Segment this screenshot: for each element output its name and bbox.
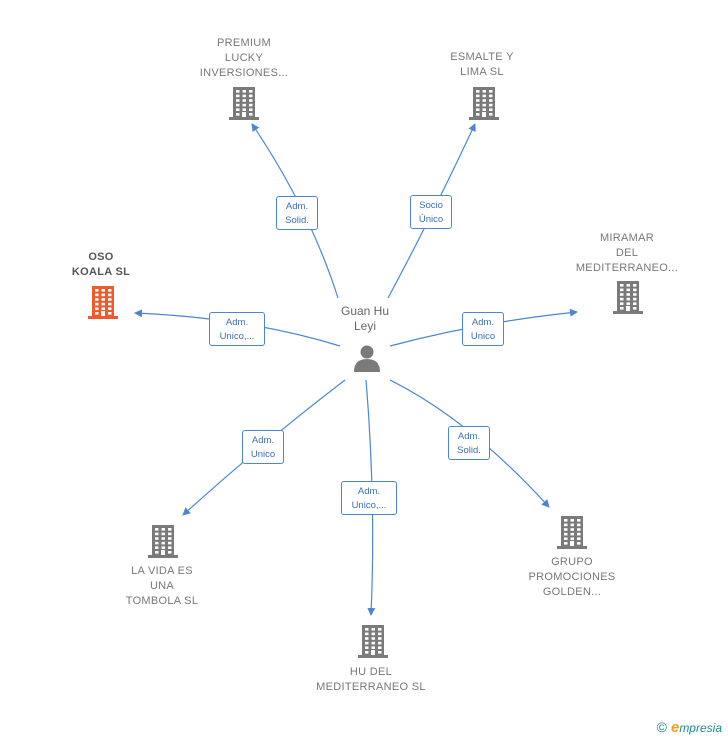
edge-label-premium[interactable]: Adm. Solid. (276, 196, 318, 230)
company-label-grupo[interactable]: GRUPO PROMOCIONES GOLDEN... (502, 555, 642, 600)
edge-label-grupo[interactable]: Adm. Solid. (448, 426, 490, 460)
company-label-line: MEDITERRANEO... (575, 262, 679, 274)
person-icon[interactable] (354, 345, 380, 373)
company-label-line: PREMIUM (216, 37, 272, 49)
edge-label-line: Adm. (251, 435, 275, 446)
company-label-line: KOALA SL (71, 266, 131, 278)
company-label-line: GRUPO (551, 556, 593, 568)
company-label-premium[interactable]: PREMIUM LUCKY INVERSIONES... (174, 36, 314, 81)
company-label-line: LUCKY (224, 52, 264, 64)
building-icon[interactable] (148, 525, 178, 558)
edge-label-line: Adm. (225, 317, 249, 328)
company-label-line: HU DEL (349, 666, 393, 678)
brand-footer[interactable]: ©empresia (657, 719, 722, 736)
company-label-line: OSO (88, 251, 114, 263)
building-icon[interactable] (358, 625, 388, 658)
edge-label-line: Adm. (285, 201, 309, 212)
edge-label-line: Único (418, 214, 444, 225)
building-icon[interactable] (229, 87, 259, 120)
company-label-oso[interactable]: OSO KOALA SL (31, 250, 171, 280)
edge-label-hudel[interactable]: Adm. Unico,... (341, 481, 397, 515)
edge-label-line: Adm. (457, 431, 481, 442)
company-label-line: UNA (149, 580, 175, 592)
building-icon[interactable] (557, 516, 587, 549)
company-label-line: TOMBOLA SL (125, 595, 199, 607)
edge-label-line: Adm. (471, 317, 495, 328)
company-label-line: INVERSIONES... (199, 67, 289, 79)
company-label-lavida[interactable]: LA VIDA ES UNA TOMBOLA SL (92, 564, 232, 609)
company-label-line: LIMA SL (460, 66, 504, 78)
company-label-line: LA VIDA ES (131, 565, 193, 577)
edge-label-line: Socio (419, 200, 443, 211)
company-label-line: MIRAMAR (599, 232, 655, 244)
edge-label-line: Solid. (285, 215, 309, 226)
company-label-line: ESMALTE Y (450, 51, 514, 63)
edge-label-line: Unico (250, 449, 276, 460)
edge-label-lavida[interactable]: Adm. Unico (242, 430, 284, 464)
company-label-line: MEDITERRANEO SL (316, 681, 426, 693)
edge-label-line: Adm. (357, 486, 381, 497)
edge-label-line: Unico (470, 331, 496, 342)
edge-label-line: Unico,... (351, 500, 387, 511)
building-icon[interactable] (469, 87, 499, 120)
copyright-symbol: © (656, 719, 667, 735)
brand-logo-letter: e (670, 719, 680, 736)
company-label-hudel[interactable]: HU DEL MEDITERRANEO SL (301, 665, 441, 695)
edge-label-oso[interactable]: Adm. Unico,... (209, 312, 265, 346)
center-person-label[interactable]: Guan Hu Leyi (340, 304, 390, 333)
company-label-line: DEL (615, 247, 639, 259)
company-label-line: GOLDEN... (542, 586, 602, 598)
edge-label-line: Solid. (457, 445, 481, 456)
building-icon[interactable] (613, 281, 643, 314)
edge-label-miramar[interactable]: Adm. Unico (462, 312, 504, 346)
company-label-line: PROMOCIONES (528, 571, 616, 583)
building-icon[interactable] (88, 286, 118, 319)
company-label-esmalte[interactable]: ESMALTE Y LIMA SL (412, 50, 552, 80)
brand-name: mpresia (679, 721, 722, 735)
edge-label-line: Unico,... (219, 331, 255, 342)
company-label-miramar[interactable]: MIRAMAR DEL MEDITERRANEO... (557, 231, 697, 276)
